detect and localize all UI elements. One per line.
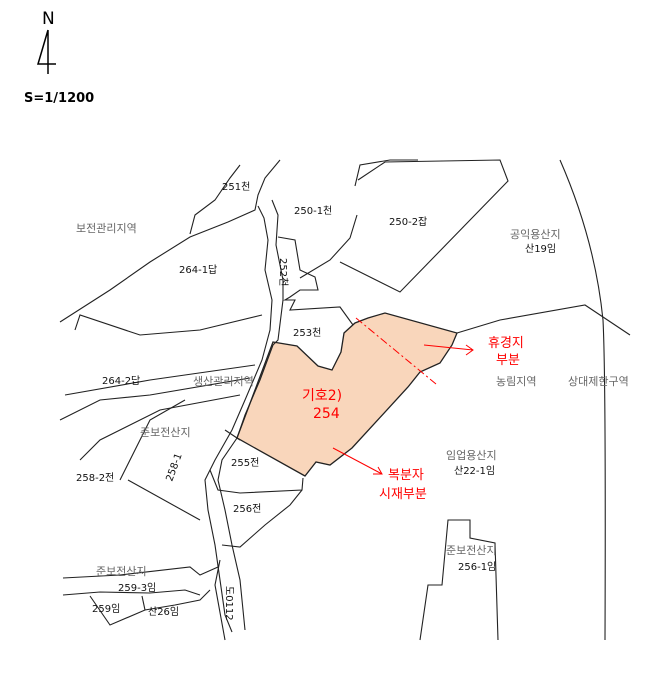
label-259-3: 259-3임 [118,581,156,594]
boundary-line [189,164,241,235]
label-san19: 산19임 [525,242,556,255]
label-san26: 산26임 [148,605,179,618]
road-lines [204,199,284,633]
north-arrow-icon [36,29,56,74]
label-255: 255전 [231,457,259,469]
zone-label: 보전관리지역 [76,222,137,235]
subject-symbol: 기호2) [302,388,342,404]
annotation-raspberry-2: 시재부분 [379,487,427,502]
parcel-boundaries [59,159,631,641]
zone-label: 상대제한구역 [568,375,629,388]
parcel-254[interactable] [236,312,458,477]
zone-label: 준보전산지 [140,426,191,439]
north-label: N [42,9,55,29]
zone-label: 생산관리지역 [193,375,254,388]
label-258-2: 258-2전 [76,472,114,484]
zone-label: 농림지역 [496,375,536,388]
label-253: 253천 [293,327,321,339]
label-259: 259임 [92,602,120,615]
zone-arc [559,159,606,641]
label-264-2: 264-2답 [102,375,140,387]
zone-label: 준보전산지 [446,544,497,557]
label-256: 256전 [233,503,261,515]
label-256-1: 256-1임 [458,560,496,573]
annotation-arrows [332,344,474,475]
label-252: 252천 [277,258,289,286]
subject-number: 254 [313,406,340,422]
zone-label: 임업용산지 [446,449,497,462]
label-san22-1: 산22-1임 [454,464,495,477]
label-250-1: 250-1천 [294,205,332,217]
boundary-dash [355,317,437,385]
annotation-fallow-1: 휴경지 [488,336,524,351]
label-264-1: 264-1답 [179,264,217,276]
zone-label: 공익용산지 [510,228,561,241]
annotation-fallow-2: 부분 [496,353,520,368]
label-250-2: 250-2잡 [389,216,427,228]
scale-label: S=1/1200 [24,91,94,106]
annotation-raspberry-1: 복분자 [388,468,424,483]
label-258-1: 258-1 [164,452,184,483]
label-road: 도0112 [223,586,234,621]
zone-label: 준보전산지 [96,565,147,578]
thick-boundary-line [59,159,281,323]
label-251: 251천 [222,181,250,193]
